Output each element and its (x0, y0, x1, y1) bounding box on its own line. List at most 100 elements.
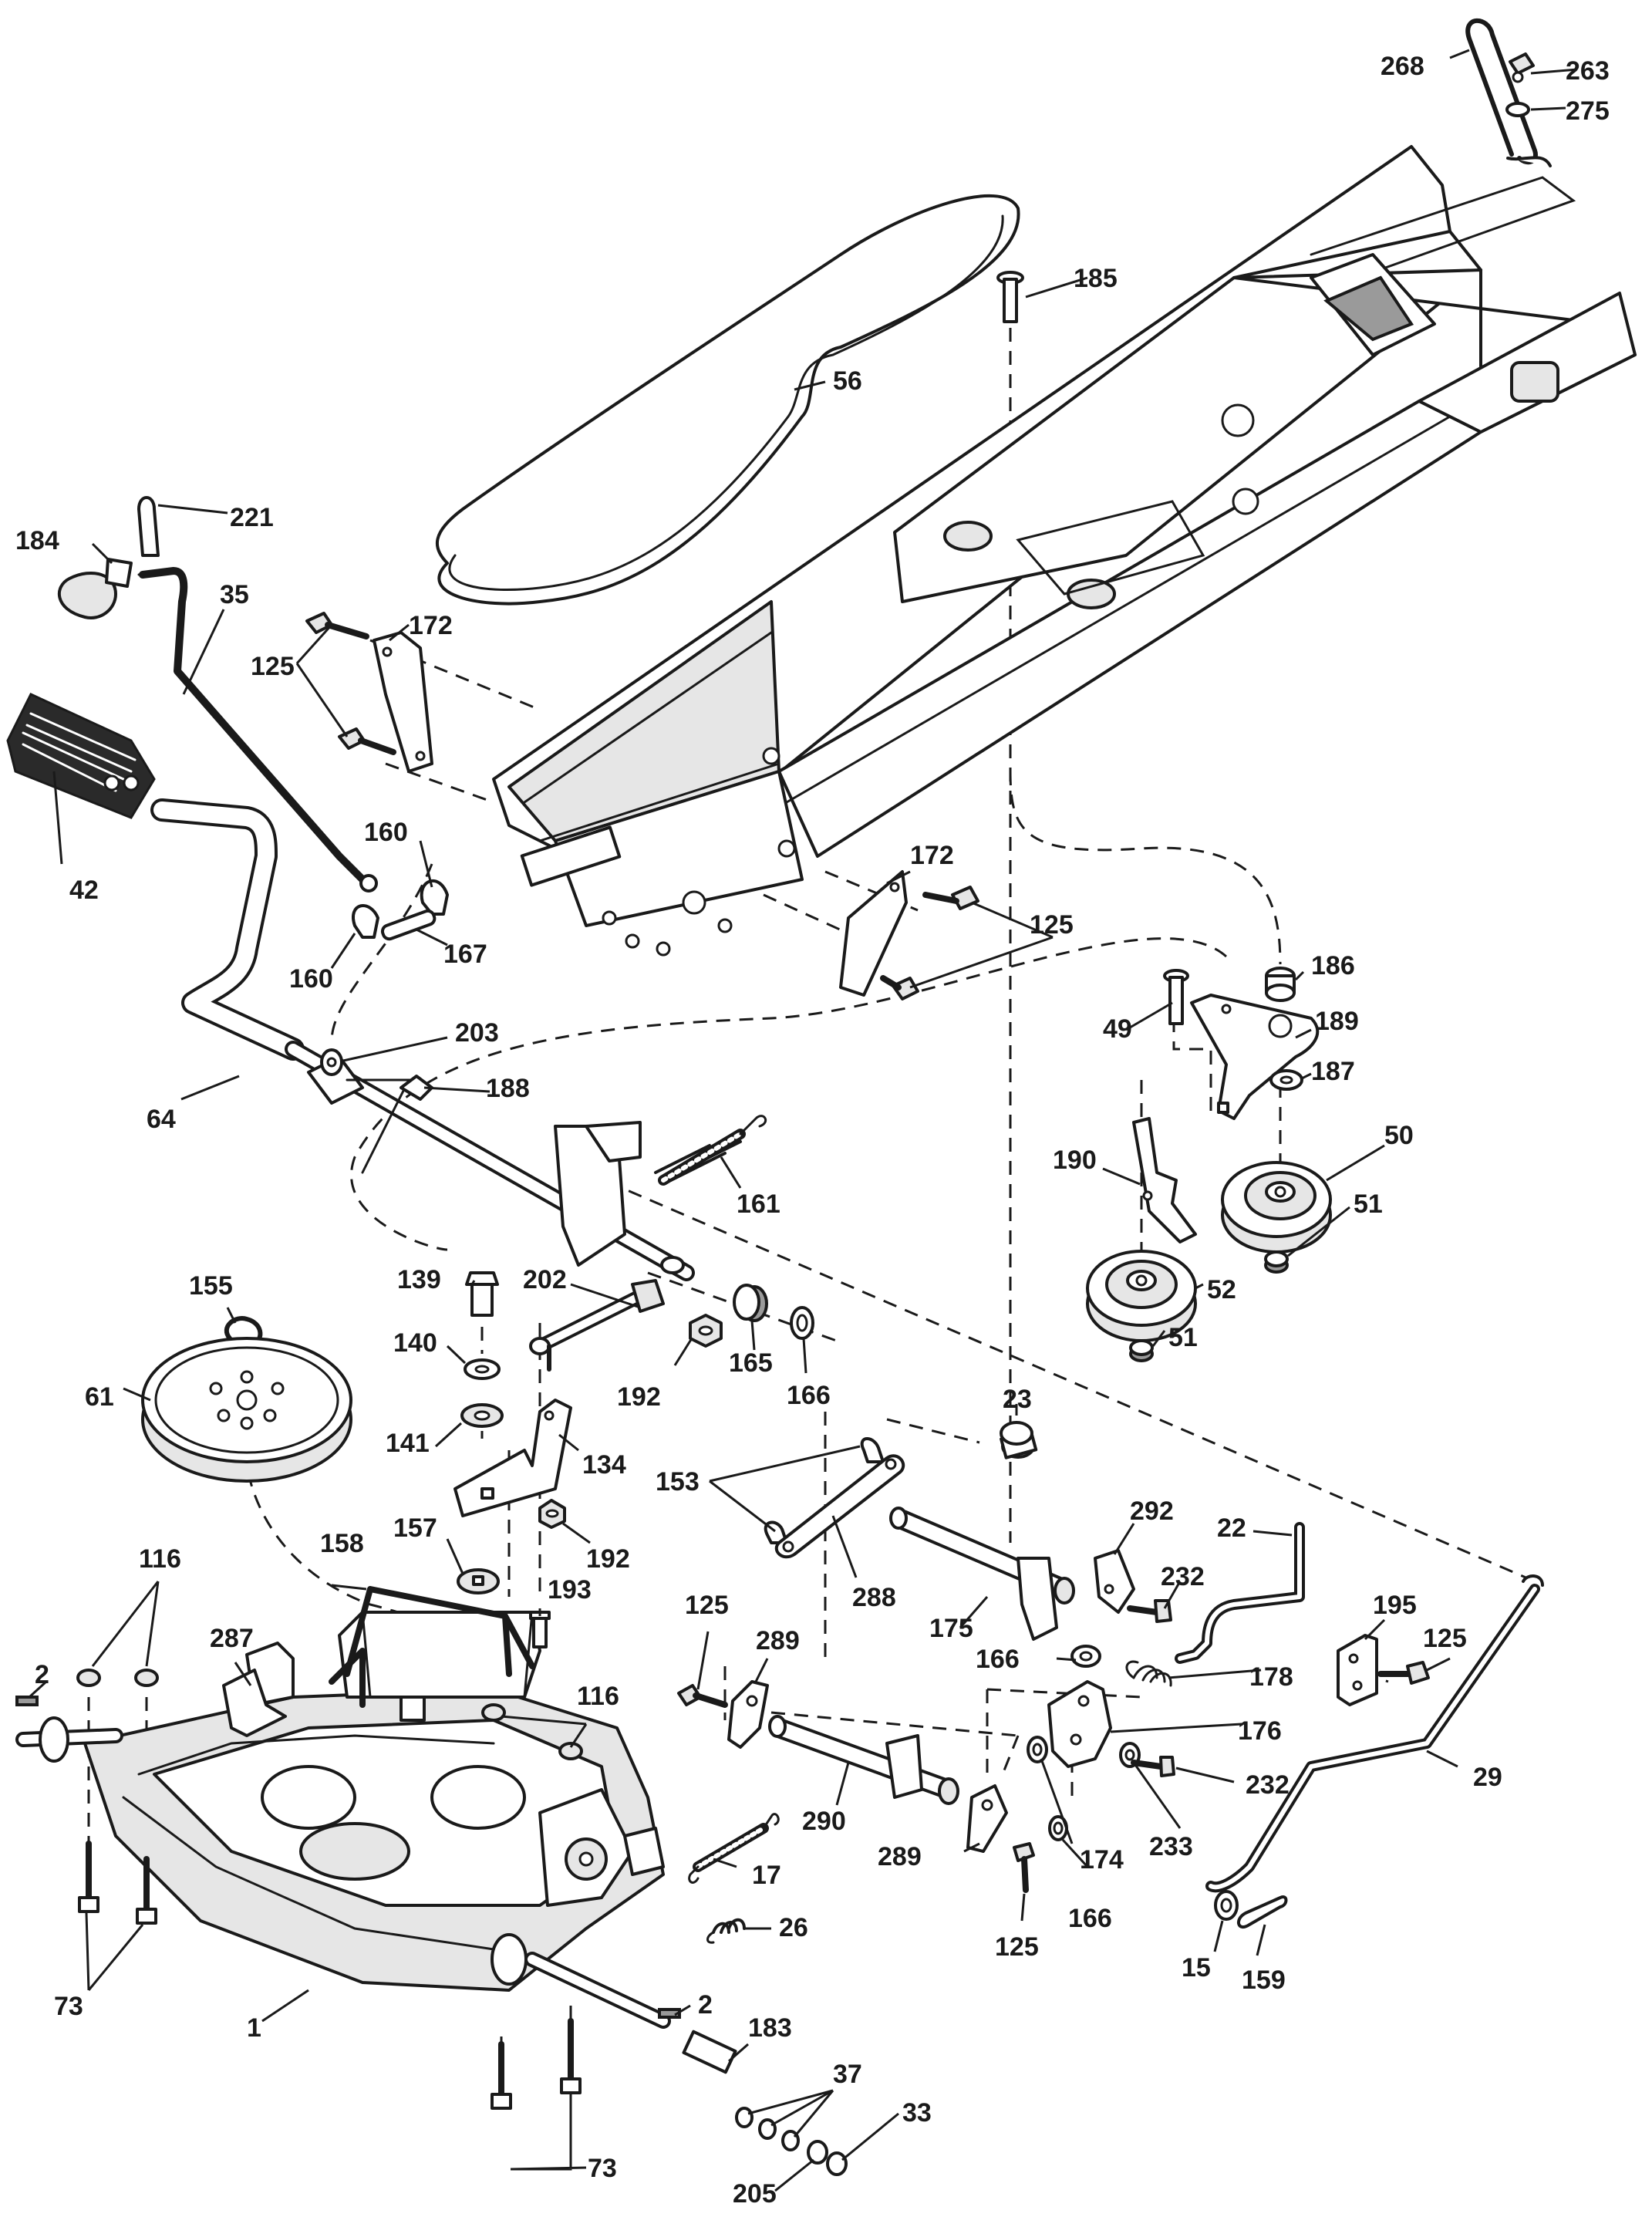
bushing-186 (1265, 967, 1296, 1002)
washer-174 (1027, 1736, 1048, 1763)
bolt-125-top (305, 612, 369, 639)
callout-195: 195 (1373, 1591, 1417, 1620)
callout-232-lower: 232 (1246, 1770, 1290, 1800)
callout-193: 193 (548, 1575, 592, 1605)
bolt-263 (1509, 52, 1535, 83)
rod-29 (1205, 1574, 1544, 1893)
idler-arm-189 (1190, 994, 1320, 1120)
callout-221: 221 (230, 503, 274, 532)
callout-73-right: 73 (588, 2154, 617, 2183)
washer-166-mid (1070, 1645, 1101, 1668)
callout-202: 202 (523, 1265, 567, 1294)
link-288 (774, 1454, 905, 1559)
callout-33: 33 (902, 2098, 932, 2128)
callout-159: 159 (1242, 1966, 1286, 1995)
callout-140: 140 (393, 1328, 437, 1358)
retaining-ring-33 (826, 2151, 848, 2176)
leader-lines (28, 49, 1578, 2192)
callout-61: 61 (85, 1382, 114, 1412)
callout-125-lower: 125 (995, 1932, 1039, 1962)
callout-125-right: 125 (1030, 910, 1074, 940)
callout-155: 155 (189, 1271, 233, 1301)
callout-1: 1 (247, 2013, 261, 2043)
bolt-125-right-b (880, 975, 919, 1001)
lift-rod-268 (1465, 18, 1552, 167)
callout-15: 15 (1182, 1953, 1211, 1982)
washer-141 (460, 1403, 504, 1428)
cotter-pin-221 (137, 496, 160, 557)
callout-186: 186 (1311, 951, 1355, 980)
callout-268: 268 (1381, 52, 1424, 81)
bracket-292 (1094, 1549, 1135, 1614)
callout-29: 29 (1473, 1763, 1502, 1792)
callout-50: 50 (1384, 1121, 1414, 1150)
bolt-125-lower (1013, 1842, 1035, 1893)
callout-141: 141 (386, 1429, 430, 1458)
callout-157: 157 (393, 1513, 437, 1543)
callout-73-left: 73 (54, 1992, 83, 2021)
callout-166-lower: 166 (1068, 1904, 1112, 1933)
callout-166-mid: 166 (976, 1645, 1020, 1674)
frame (492, 145, 1637, 957)
bolt-232-lower (1131, 1756, 1175, 1777)
callout-172-left: 172 (409, 611, 453, 640)
spring-17 (688, 1813, 780, 1884)
bushing-23 (1000, 1421, 1038, 1459)
callout-185: 185 (1074, 264, 1118, 293)
callout-189: 189 (1315, 1007, 1359, 1036)
brake-rod-35 (137, 567, 378, 893)
callout-42: 42 (69, 876, 99, 905)
spacer-183 (682, 2030, 737, 2074)
bypass-rod-202 (529, 1279, 665, 1372)
spring-178 (1125, 1660, 1172, 1687)
washer-187 (1269, 1069, 1303, 1091)
drive-belt (435, 194, 1020, 606)
callout-289-lower: 289 (878, 1842, 922, 1871)
callout-184: 184 (15, 526, 59, 555)
control-rod-22 (1175, 1522, 1305, 1664)
bolt-125-195 (1377, 1661, 1430, 1685)
clevis-pins-160 (352, 879, 449, 939)
bracket-289-upper (727, 1680, 769, 1749)
bracket-287 (222, 1669, 287, 1737)
callout-187: 187 (1311, 1057, 1355, 1086)
pulley-52 (1086, 1250, 1197, 1342)
callout-26: 26 (779, 1913, 808, 1942)
pedal-pad-42 (6, 693, 156, 819)
washers-37 (735, 2107, 800, 2151)
callout-134: 134 (582, 1450, 626, 1480)
callout-178: 178 (1249, 1662, 1293, 1692)
callout-233: 233 (1149, 1832, 1193, 1861)
link-167 (380, 909, 437, 941)
callout-232-upper: 232 (1161, 1562, 1205, 1591)
callout-52: 52 (1207, 1275, 1236, 1304)
nut-51-lower (1129, 1339, 1154, 1362)
bracket-158 (329, 1586, 535, 1708)
callout-275: 275 (1566, 96, 1610, 126)
callout-166-upper: 166 (787, 1381, 831, 1410)
callout-203: 203 (455, 1018, 499, 1048)
washer-275 (1505, 102, 1530, 117)
shaft-290 (768, 1715, 959, 1805)
callout-125-mid: 125 (685, 1591, 729, 1620)
callout-64: 64 (147, 1105, 176, 1134)
callout-37: 37 (833, 2060, 862, 2089)
callout-2-left: 2 (35, 1660, 49, 1689)
callout-288: 288 (852, 1583, 896, 1612)
washer-140 (464, 1358, 501, 1380)
shaft-175 (889, 1507, 1075, 1641)
bracket-289-lower (966, 1784, 1008, 1853)
bolts-73 (78, 1841, 582, 2110)
washer-15 (1214, 1890, 1239, 1921)
callout-174: 174 (1080, 1845, 1124, 1874)
callout-172-right: 172 (910, 841, 954, 870)
nuts-116 (76, 1669, 583, 1760)
callout-175: 175 (929, 1614, 973, 1643)
callout-158: 158 (320, 1529, 364, 1558)
bushing-165 (733, 1284, 768, 1322)
callout-161: 161 (737, 1189, 780, 1219)
retaining-ring-155 (224, 1316, 263, 1346)
callout-289-upper: 289 (756, 1626, 800, 1655)
callout-51-upper: 51 (1354, 1189, 1383, 1219)
